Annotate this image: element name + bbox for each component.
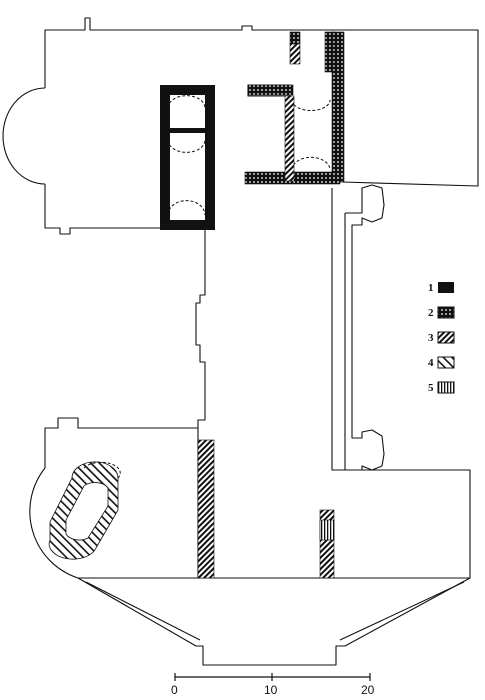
south-inner-lines (85, 581, 465, 641)
vault-arc (291, 99, 331, 112)
corridor-east-wall (331, 188, 471, 578)
vault-arc (167, 139, 206, 153)
legend-label: 5 (428, 382, 434, 394)
vault-arc (291, 156, 331, 171)
dense-hatch-walls (197, 43, 335, 579)
vertical-line-walls (319, 519, 335, 541)
sparse-hatch-chamber (48, 461, 121, 560)
legend-label: 3 (428, 332, 434, 344)
east-annex-outline (344, 184, 385, 471)
solid-walls (160, 85, 215, 230)
upper-hall-outline (44, 17, 345, 235)
west-apse (2, 87, 46, 185)
scale-tick-0: 0 (171, 683, 178, 697)
lower-hall-outline (29, 417, 198, 579)
east-wing-outline (341, 29, 479, 187)
legend: 1 2 3 4 5 (428, 282, 455, 394)
vault-arc (167, 200, 206, 216)
legend-label: 1 (428, 282, 434, 294)
legend-item-4: 4 (428, 356, 455, 369)
scale-tick-20: 20 (361, 683, 375, 697)
scale-tick-10: 10 (264, 683, 278, 697)
legend-label: 2 (428, 307, 434, 319)
legend-item-1: 1 (428, 282, 454, 294)
corridor-west-wall (195, 228, 206, 578)
scale-bar (174, 673, 371, 681)
legend-item-5: 5 (428, 381, 455, 394)
legend-item-3: 3 (428, 331, 455, 344)
legend-label: 4 (428, 357, 434, 369)
vault-arc (167, 95, 206, 109)
legend-item-2: 2 (428, 306, 455, 319)
south-hall-outline (77, 577, 471, 666)
